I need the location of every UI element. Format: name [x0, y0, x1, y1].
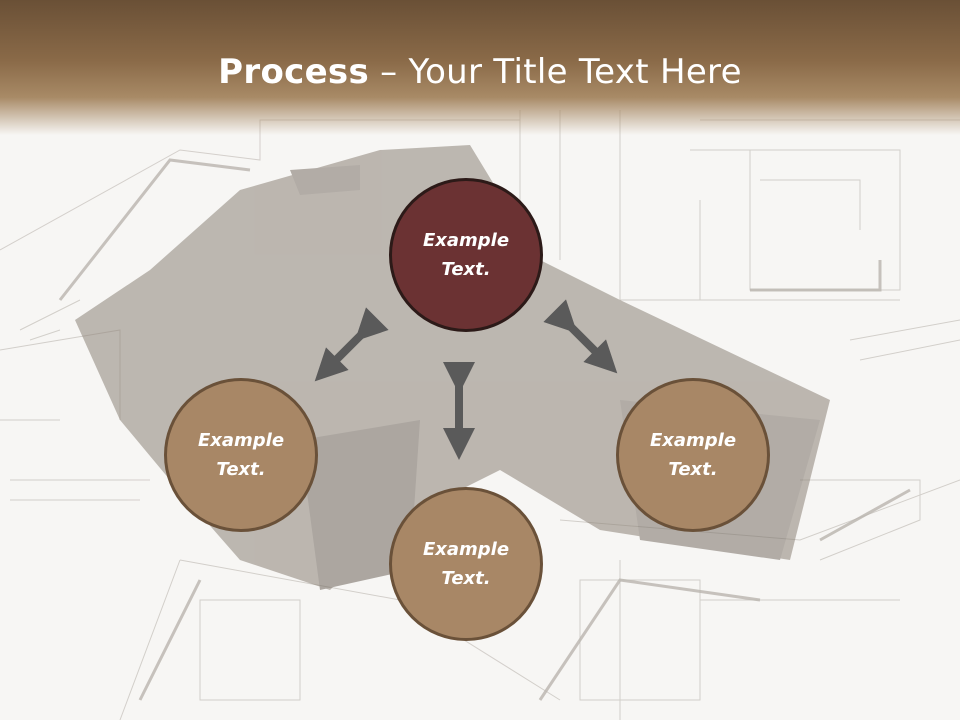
process-step-right: Example Text.	[616, 378, 770, 532]
slide-title: Process – Your Title Text Here	[0, 52, 960, 92]
double-arrow-icon	[314, 307, 389, 382]
header-band	[0, 0, 960, 135]
process-step-top: Example Text.	[389, 178, 543, 332]
process-step-bottom: Example Text.	[389, 487, 543, 641]
title-rest: – Your Title Text Here	[369, 52, 742, 92]
step-right-line2: Text.	[668, 459, 718, 480]
step-left-line1: Example	[197, 430, 285, 451]
step-bottom-line2: Text.	[441, 568, 491, 589]
step-top-line2: Text.	[441, 259, 491, 280]
step-left-line2: Text.	[216, 459, 266, 480]
step-right-line1: Example	[649, 430, 737, 451]
double-arrow-icon	[543, 299, 618, 374]
step-bottom-line1: Example	[422, 539, 510, 560]
process-step-left: Example Text.	[164, 378, 318, 532]
step-top-line1: Example	[422, 230, 510, 251]
title-bold: Process	[218, 52, 370, 92]
